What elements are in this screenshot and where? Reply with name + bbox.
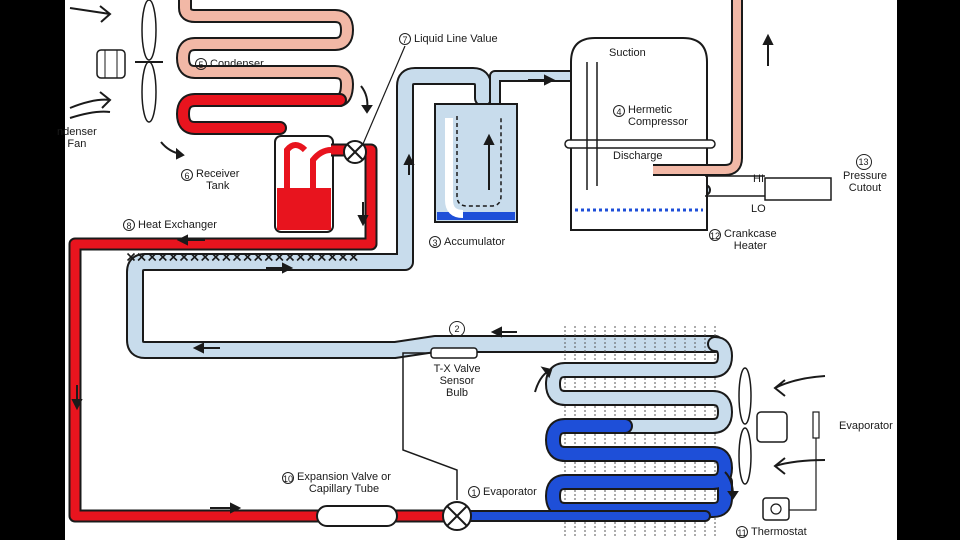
- heat-exchanger-cross: [317, 252, 326, 262]
- heat-exchanger-cross: [179, 252, 189, 262]
- discharge-label: Discharge: [613, 150, 663, 162]
- callout-2-label: 2: [449, 321, 468, 337]
- callout-8: 8: [123, 219, 135, 232]
- suction-label: Suction: [609, 47, 646, 59]
- heat-exchanger-marks: [126, 252, 358, 262]
- heat-exchanger-cross: [201, 252, 210, 262]
- lo-label: LO: [751, 203, 766, 215]
- receiver-tank: [274, 135, 334, 233]
- heat-exchanger-cross: [338, 252, 348, 262]
- callout-7: 7: [399, 33, 411, 46]
- callout-11: 11: [736, 526, 748, 539]
- heat-exchanger-cross: [264, 252, 273, 262]
- flow-arrows: [71, 33, 774, 514]
- callout-1: 1: [468, 486, 480, 499]
- pipe-network: [68, 0, 832, 538]
- tx-sensor-bulb: [402, 347, 478, 500]
- heat-exchanger-cross: [285, 252, 295, 262]
- heat-exchanger-cross: [296, 252, 305, 262]
- tx-valve-label: T-X Valve Sensor Bulb: [433, 363, 481, 399]
- callout-3: 3: [429, 236, 441, 249]
- heat-exchanger-cross: [307, 252, 316, 262]
- heat-exchanger-cross: [148, 252, 157, 262]
- heat-exchanger-cross: [349, 252, 358, 262]
- callout-13: 13: [855, 154, 872, 170]
- heat-exchanger-cross: [169, 252, 178, 262]
- hi-label: HI: [753, 173, 764, 185]
- condenser-fan-icon: [69, 0, 163, 123]
- callout-5: 5: [195, 58, 207, 71]
- heat-exchanger-cross: [232, 252, 242, 262]
- accumulator: [434, 103, 518, 223]
- condenser-fan-label: ndenser Fan: [57, 126, 97, 150]
- condenser-coil: [176, 0, 354, 135]
- liquid-line-valve-icon: [343, 45, 406, 164]
- heat-exchanger-cross: [254, 252, 263, 262]
- pressure-cutout-label: 13 Pressure Cutout: [825, 154, 905, 194]
- callout-6: 6: [181, 169, 193, 181]
- callout-12: 12: [709, 229, 721, 241]
- heat-exchanger-cross: [328, 252, 337, 262]
- heat-exchanger-cross: [158, 252, 167, 262]
- evaporator-right-label: Evaporator: [839, 420, 893, 432]
- heat-exchanger-cross: [190, 252, 199, 262]
- callout-2: 2: [449, 321, 465, 337]
- heat-exchanger-cross: [222, 252, 231, 262]
- pressure-cutout: [705, 175, 832, 201]
- evaporator-fan-icon: [738, 367, 826, 485]
- heat-exchanger-cross: [243, 252, 252, 262]
- callout-4: 4: [613, 105, 625, 117]
- hermetic-compressor: [564, 0, 743, 231]
- evaporator-coil: [459, 336, 733, 522]
- heat-exchanger-cross: [275, 252, 284, 262]
- capillary-tube: [316, 505, 398, 527]
- thermostat-icon: [762, 411, 820, 521]
- heat-exchanger-cross: [126, 252, 136, 262]
- callout-10: 10: [282, 472, 294, 484]
- heat-exchanger-cross: [137, 252, 146, 262]
- expansion-valve-icon: [442, 501, 472, 531]
- heat-exchanger-cross: [211, 252, 220, 262]
